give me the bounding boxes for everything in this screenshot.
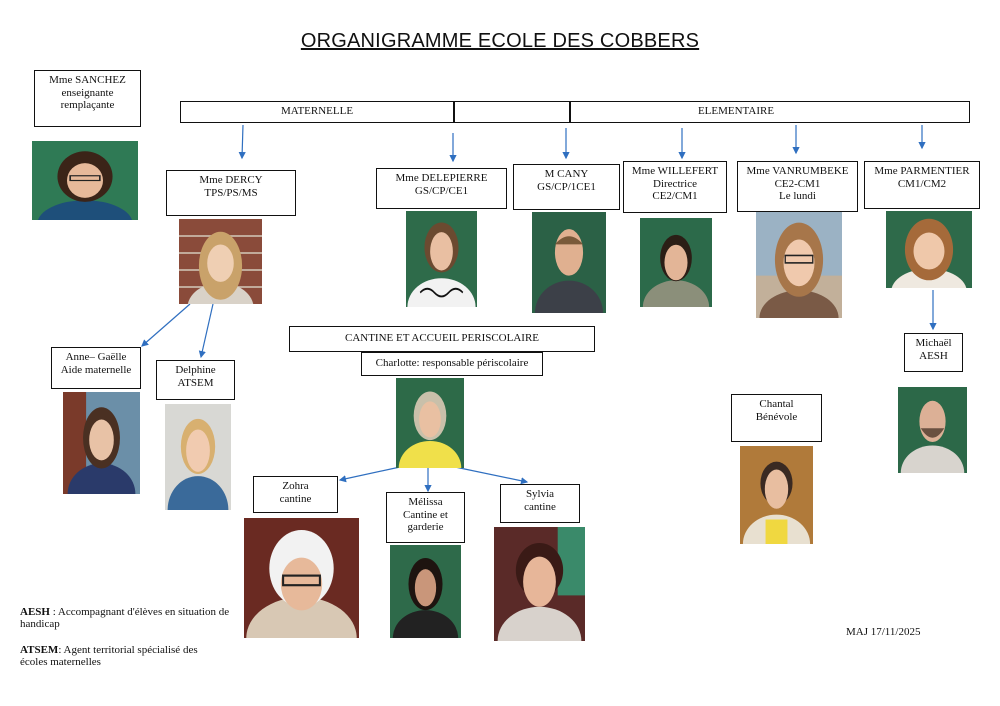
cantine-box: CANTINE ET ACCUEIL PERISCOLAIRE	[289, 326, 595, 352]
photo-charlotte	[396, 378, 464, 468]
photo-sanchez	[32, 141, 138, 220]
arrow	[338, 466, 401, 483]
bar-divider	[569, 102, 571, 122]
page-title: ORGANIGRAMME ECOLE DES COBBERS	[300, 30, 700, 52]
photo-dercy	[179, 219, 262, 304]
arrow	[141, 303, 191, 347]
photo-cany	[532, 212, 606, 313]
photo-sylvia	[494, 527, 585, 641]
photo-delepierre	[406, 211, 477, 307]
photo-melissa	[390, 545, 461, 638]
arrow	[454, 466, 529, 485]
elementaire-label: ELEMENTAIRE	[697, 105, 775, 117]
photo-delphine	[165, 404, 231, 510]
photo-vanrumbeke	[756, 212, 842, 318]
maternelle-label: MATERNELLE	[280, 105, 354, 117]
bar-divider	[453, 102, 455, 122]
photo-parmentier	[886, 211, 972, 288]
responsable-box: Charlotte: responsable périscolaire	[361, 352, 543, 376]
update-date: MAJ 17/11/2025	[846, 626, 921, 638]
legend-aesh: AESH : Accompagnant d'élèves en situatio…	[20, 606, 230, 630]
level-bar: MATERNELLE ELEMENTAIRE	[180, 101, 970, 123]
arrow	[198, 303, 214, 359]
photo-michael	[898, 387, 967, 473]
photo-willefert	[640, 218, 712, 307]
legend-atsem: ATSEM: Agent territorial spécialisé des …	[20, 644, 198, 668]
photo-anne-gaelle	[63, 392, 140, 494]
arrow	[238, 124, 246, 160]
photo-zohra	[244, 518, 359, 638]
photo-chantal	[740, 446, 813, 544]
